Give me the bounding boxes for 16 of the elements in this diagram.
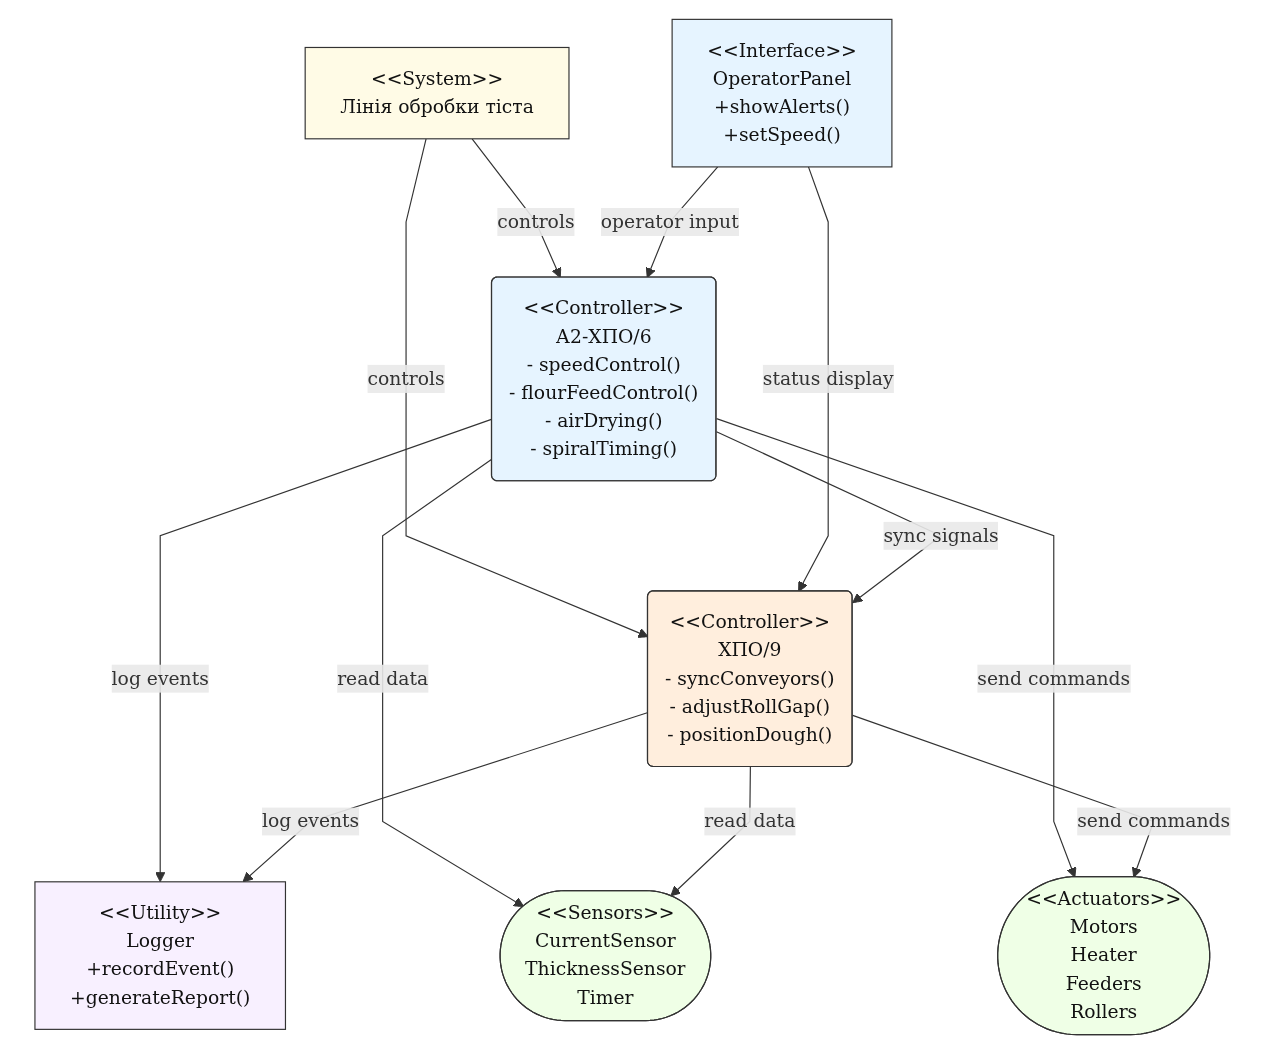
node-box: <<Interface>> OperatorPanel +showAlerts() +setSpeed() bbox=[671, 18, 893, 168]
edge-label: controls bbox=[497, 210, 575, 233]
node-box: <<System>> Лінія обробки тіста bbox=[304, 46, 570, 140]
edge-label: read data bbox=[704, 809, 796, 833]
edge-label: status display bbox=[762, 367, 894, 390]
edge-label: send commands bbox=[1077, 809, 1231, 833]
edge-label: send commands bbox=[977, 666, 1131, 690]
arrow bbox=[798, 166, 829, 592]
node-box: <<Utility>> Logger +recordEvent() +generateReport() bbox=[34, 881, 287, 1030]
arrow bbox=[382, 458, 525, 908]
edge-label: controls bbox=[367, 367, 445, 390]
edge-label: operator input bbox=[600, 210, 739, 233]
edge-label: read data bbox=[337, 666, 429, 690]
edge-label: sync signals bbox=[883, 524, 999, 547]
edge-label: log events bbox=[262, 809, 360, 833]
edge-label: log events bbox=[111, 666, 209, 690]
